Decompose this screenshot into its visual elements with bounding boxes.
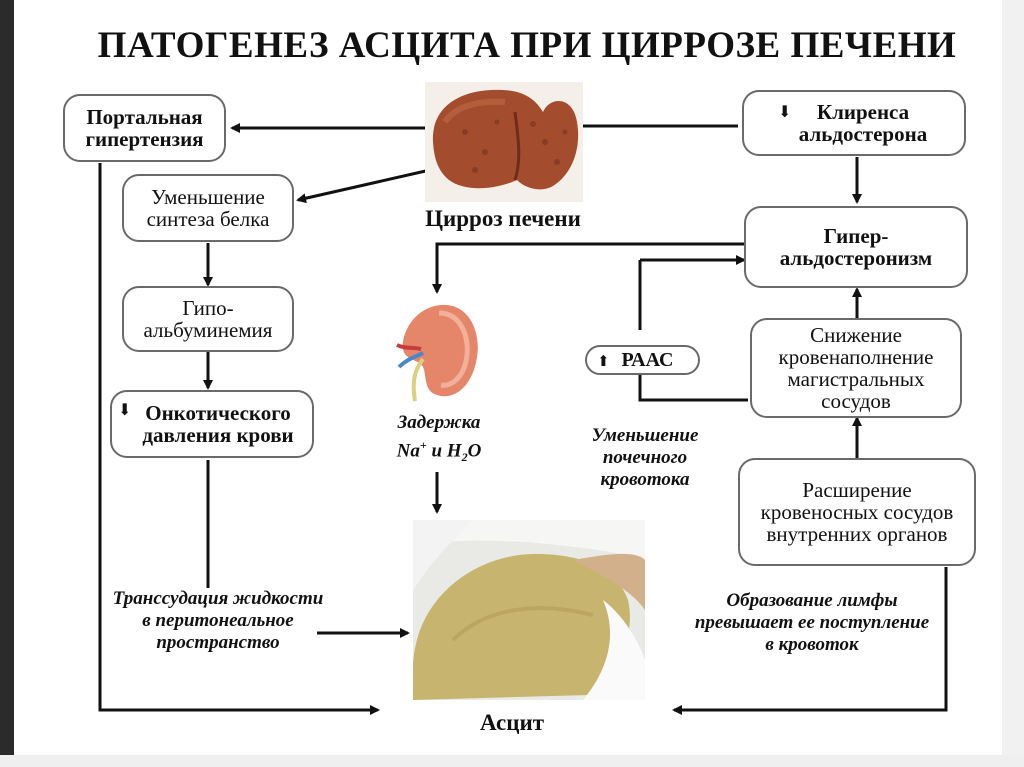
bottom-frame-edge [0, 755, 1024, 767]
retention-word: Задержка [397, 412, 481, 433]
vessel-dilation-box: Расширение кровеносных сосудов внутренни… [738, 458, 976, 566]
raas-label: РААС [621, 349, 674, 371]
blood-filling-box: Снижение кровенаполнение магистральных с… [750, 318, 962, 418]
and-water-text: и H [426, 440, 462, 462]
portal-hypertension-box: Портальная гипертензия [63, 94, 226, 162]
hyperaldosteronism-box: Гипер- альдостеронизм [744, 206, 968, 288]
raas-box: ⬆ РААС [585, 345, 700, 375]
hypoalbuminemia-box: Гипо- альбуминемия [122, 286, 294, 352]
retention-formula: Na+ и H2O [396, 438, 482, 465]
transudation-label: Транссудация жидкости в перитонеальное п… [112, 588, 324, 653]
lymph-formation-label: Образование лимфы превышает ее поступлен… [694, 590, 930, 655]
liver-photo [425, 82, 583, 202]
left-frame-edge [0, 0, 14, 767]
kidney-illustration [396, 304, 478, 402]
aldosterone-clearance-label: Клиренса альдостерона [798, 100, 928, 146]
right-frame-edge [1002, 0, 1024, 767]
down-arrow-icon: ⬇ [118, 402, 132, 419]
ascites-label: Асцит [479, 710, 545, 735]
oncotic-pressure-box: ⬇ Онкотического давления крови [110, 390, 314, 458]
down-arrow-icon: ⬇ [778, 104, 792, 121]
protein-synthesis-box: Уменьшение синтеза белка [122, 174, 294, 242]
aldosterone-clearance-box: ⬇ Клиренса альдостерона [742, 90, 966, 156]
sodium-text: Na [396, 440, 420, 462]
oncotic-label: Онкотического давления крови [142, 401, 294, 447]
up-arrow-icon: ⬆ [597, 354, 610, 370]
water-subscript: 2 [461, 450, 468, 465]
abdomen-photo [413, 520, 645, 700]
renal-flow-label: Уменьшение почечного кровотока [591, 425, 699, 490]
retention-label: Задержка Na+ и H2O [374, 412, 504, 468]
oxygen-text: O [467, 440, 482, 462]
cirrhosis-label: Цирроз печени [425, 206, 581, 231]
diagram-title: ПАТОГЕНЕЗ АСЦИТА ПРИ ЦИРРОЗЕ ПЕЧЕНИ [97, 25, 957, 66]
